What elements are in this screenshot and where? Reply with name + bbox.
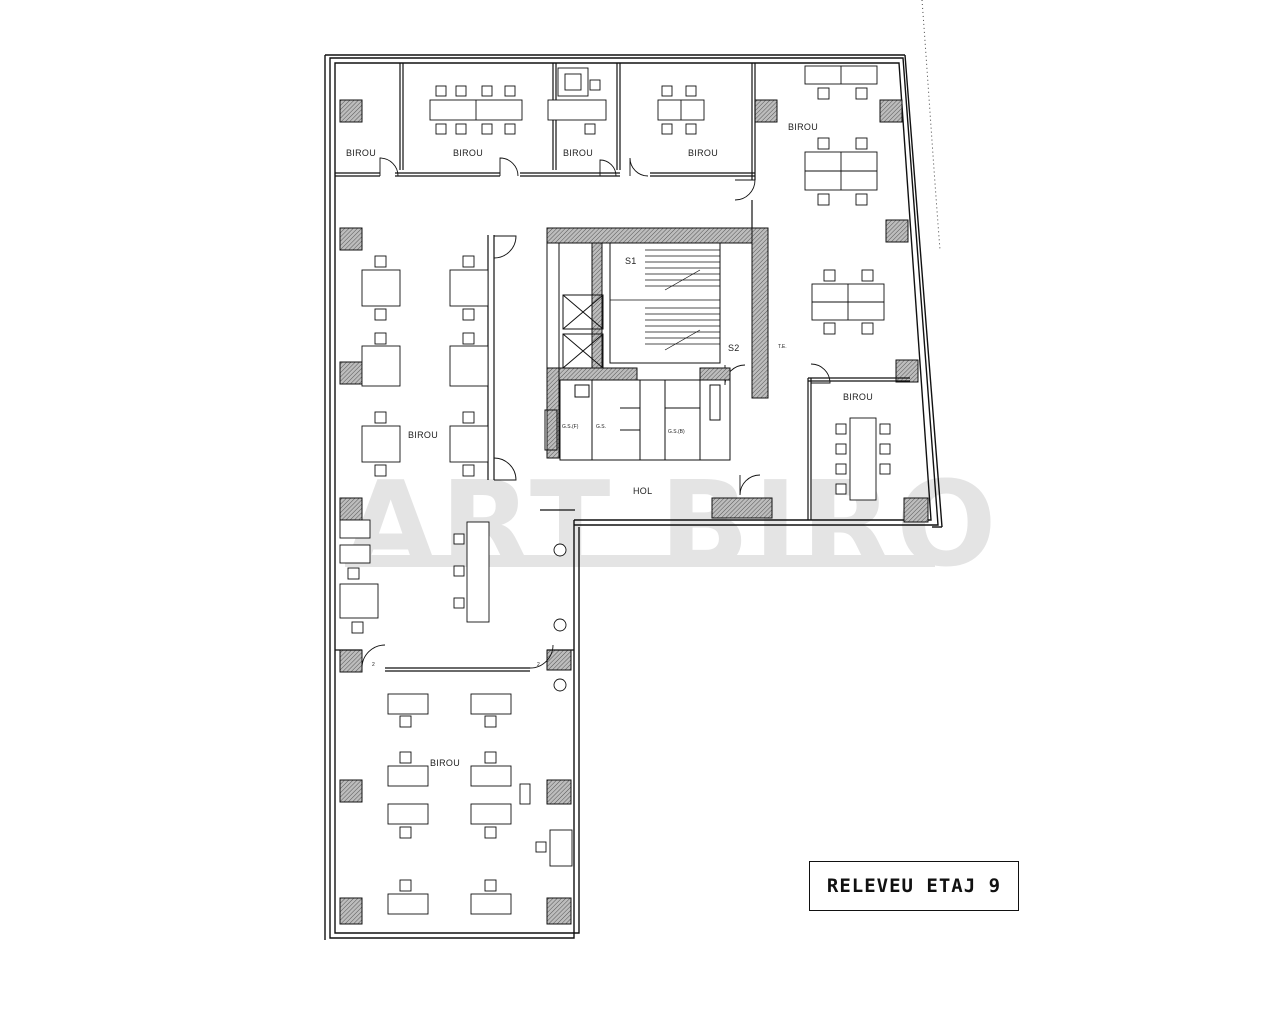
label-birou-top-4: BIROU	[688, 148, 718, 158]
watermark: ART BIRO	[345, 455, 1000, 593]
doors	[361, 157, 831, 669]
outer-walls	[324, 0, 943, 940]
door-mark-2: 2	[537, 662, 540, 668]
label-hol: HOL	[633, 486, 652, 496]
label-birou-top-left: BIROU	[346, 148, 376, 158]
furniture	[339, 65, 891, 915]
label-wc-2: G.S.	[596, 424, 606, 430]
watermark-underline	[345, 555, 935, 567]
title-box: RELEVEU ETAJ 9	[809, 861, 1019, 911]
label-birou-west: BIROU	[408, 430, 438, 440]
label-birou-top-2: BIROU	[453, 148, 483, 158]
label-stair-s2: S2	[728, 343, 740, 353]
label-wc-3: G.S.(B)	[668, 429, 685, 435]
label-panel: T.E.	[778, 344, 787, 350]
label-birou-top-right: BIROU	[788, 122, 818, 132]
label-stair-s1: S1	[625, 256, 637, 266]
label-birou-top-3: BIROU	[563, 148, 593, 158]
core	[544, 227, 769, 461]
label-birou-meeting: BIROU	[843, 392, 873, 402]
door-mark-1: 2	[372, 662, 375, 668]
label-birou-south: BIROU	[430, 758, 460, 768]
label-wc-1: G.S.(F)	[562, 424, 579, 430]
room-labels: BIROU BIROU BIROU BIROU BIROU BIROU BIRO…	[346, 122, 873, 768]
partitions	[335, 63, 910, 672]
columns	[339, 99, 929, 925]
drawing-title: RELEVEU ETAJ 9	[826, 875, 1002, 897]
